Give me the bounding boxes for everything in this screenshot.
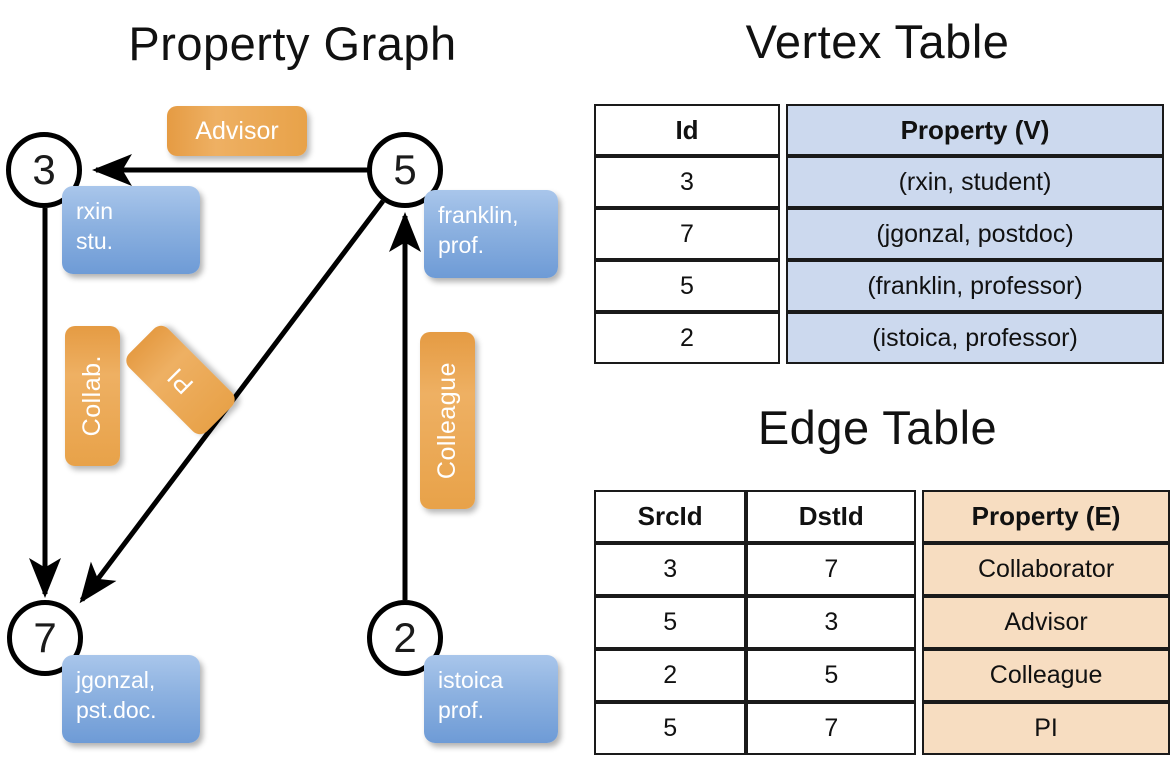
edge-cell-srcid: 3 bbox=[594, 543, 747, 596]
vertex-header-property: Property (V) bbox=[786, 104, 1164, 156]
edge-cell-property: PI bbox=[922, 702, 1170, 755]
table-row: 5 (franklin, professor) bbox=[594, 260, 1164, 312]
node-property-box-franklin: franklin, prof. bbox=[424, 190, 558, 278]
edge-cell-srcid: 5 bbox=[594, 596, 747, 649]
edge-label-text: PI bbox=[161, 361, 199, 399]
edge-cell-srcid: 2 bbox=[594, 649, 747, 702]
edge-label-colleague: Colleague bbox=[420, 332, 475, 509]
table-row: 3 (rxin, student) bbox=[594, 156, 1164, 208]
table-header-row: Id Property (V) bbox=[594, 104, 1164, 156]
edge-cell-srcid: 5 bbox=[594, 702, 747, 755]
page-title-vertex-table: Vertex Table bbox=[745, 15, 1010, 68]
edge-cell-dstid: 7 bbox=[746, 543, 917, 596]
table-row: 2 5 Colleague bbox=[594, 649, 1170, 702]
node-property-line: istoica bbox=[438, 667, 504, 693]
edge-label-text: Colleague bbox=[433, 361, 461, 480]
edge-cell-dstid: 3 bbox=[746, 596, 917, 649]
vertex-cell-property: (jgonzal, postdoc) bbox=[786, 208, 1164, 260]
edge-cell-dstid: 5 bbox=[746, 649, 917, 702]
node-property-box-istoica: istoica prof. bbox=[424, 655, 558, 743]
node-property-box-jgonzal: jgonzal, pst.doc. bbox=[62, 655, 200, 743]
graph-node-5[interactable]: 5 bbox=[367, 132, 443, 208]
edge-cell-dstid: 7 bbox=[746, 702, 917, 755]
edge-cell-property: Colleague bbox=[922, 649, 1170, 702]
edge-header-dstid: DstId bbox=[746, 490, 917, 543]
vertex-cell-id: 2 bbox=[594, 312, 780, 364]
vertex-cell-property: (istoica, professor) bbox=[786, 312, 1164, 364]
table-row: 5 7 PI bbox=[594, 702, 1170, 755]
node-property-box-rxin: rxin stu. bbox=[62, 186, 200, 274]
node-property-line: stu. bbox=[76, 227, 114, 254]
table-row: 2 (istoica, professor) bbox=[594, 312, 1164, 364]
edge-cell-property: Collaborator bbox=[922, 543, 1170, 596]
node-property-line: rxin bbox=[76, 198, 114, 224]
edge-label-text: Advisor bbox=[195, 116, 279, 145]
vertex-header-id: Id bbox=[594, 104, 780, 156]
node-property-line: prof. bbox=[438, 231, 485, 258]
graph-node-2[interactable]: 2 bbox=[367, 600, 443, 676]
edge-label-text: Collab. bbox=[78, 355, 106, 437]
page-title-edge-table: Edge Table bbox=[757, 401, 998, 454]
table-row: 3 7 Collaborator bbox=[594, 543, 1170, 596]
vertex-cell-property: (franklin, professor) bbox=[786, 260, 1164, 312]
edge-cell-property: Advisor bbox=[922, 596, 1170, 649]
table-row: 7 (jgonzal, postdoc) bbox=[594, 208, 1164, 260]
edge-label-advisor: Advisor bbox=[167, 106, 307, 156]
vertex-cell-id: 3 bbox=[594, 156, 780, 208]
vertex-cell-id: 7 bbox=[594, 208, 780, 260]
edge-header-srcid: SrcId bbox=[594, 490, 747, 543]
table-row: 5 3 Advisor bbox=[594, 596, 1170, 649]
vertex-cell-id: 5 bbox=[594, 260, 780, 312]
page-title-property-graph: Property Graph bbox=[128, 17, 457, 70]
vertex-table: Id Property (V) 3 (rxin, student) 7 (jgo… bbox=[594, 104, 1164, 364]
node-property-line: prof. bbox=[438, 696, 485, 723]
edge-table: SrcId DstId Property (E) 3 7 Collaborato… bbox=[594, 490, 1170, 755]
table-header-row: SrcId DstId Property (E) bbox=[594, 490, 1170, 543]
property-graph-diagram: 3 5 7 2 rxin stu. franklin, prof. jgonza… bbox=[6, 106, 558, 743]
edge-label-collab: Collab. bbox=[65, 326, 120, 466]
vertex-cell-property: (rxin, student) bbox=[786, 156, 1164, 208]
node-property-line: jgonzal, bbox=[76, 667, 156, 693]
node-property-line: franklin, bbox=[438, 202, 519, 228]
edge-header-property: Property (E) bbox=[922, 490, 1170, 543]
node-property-line: pst.doc. bbox=[76, 696, 157, 723]
